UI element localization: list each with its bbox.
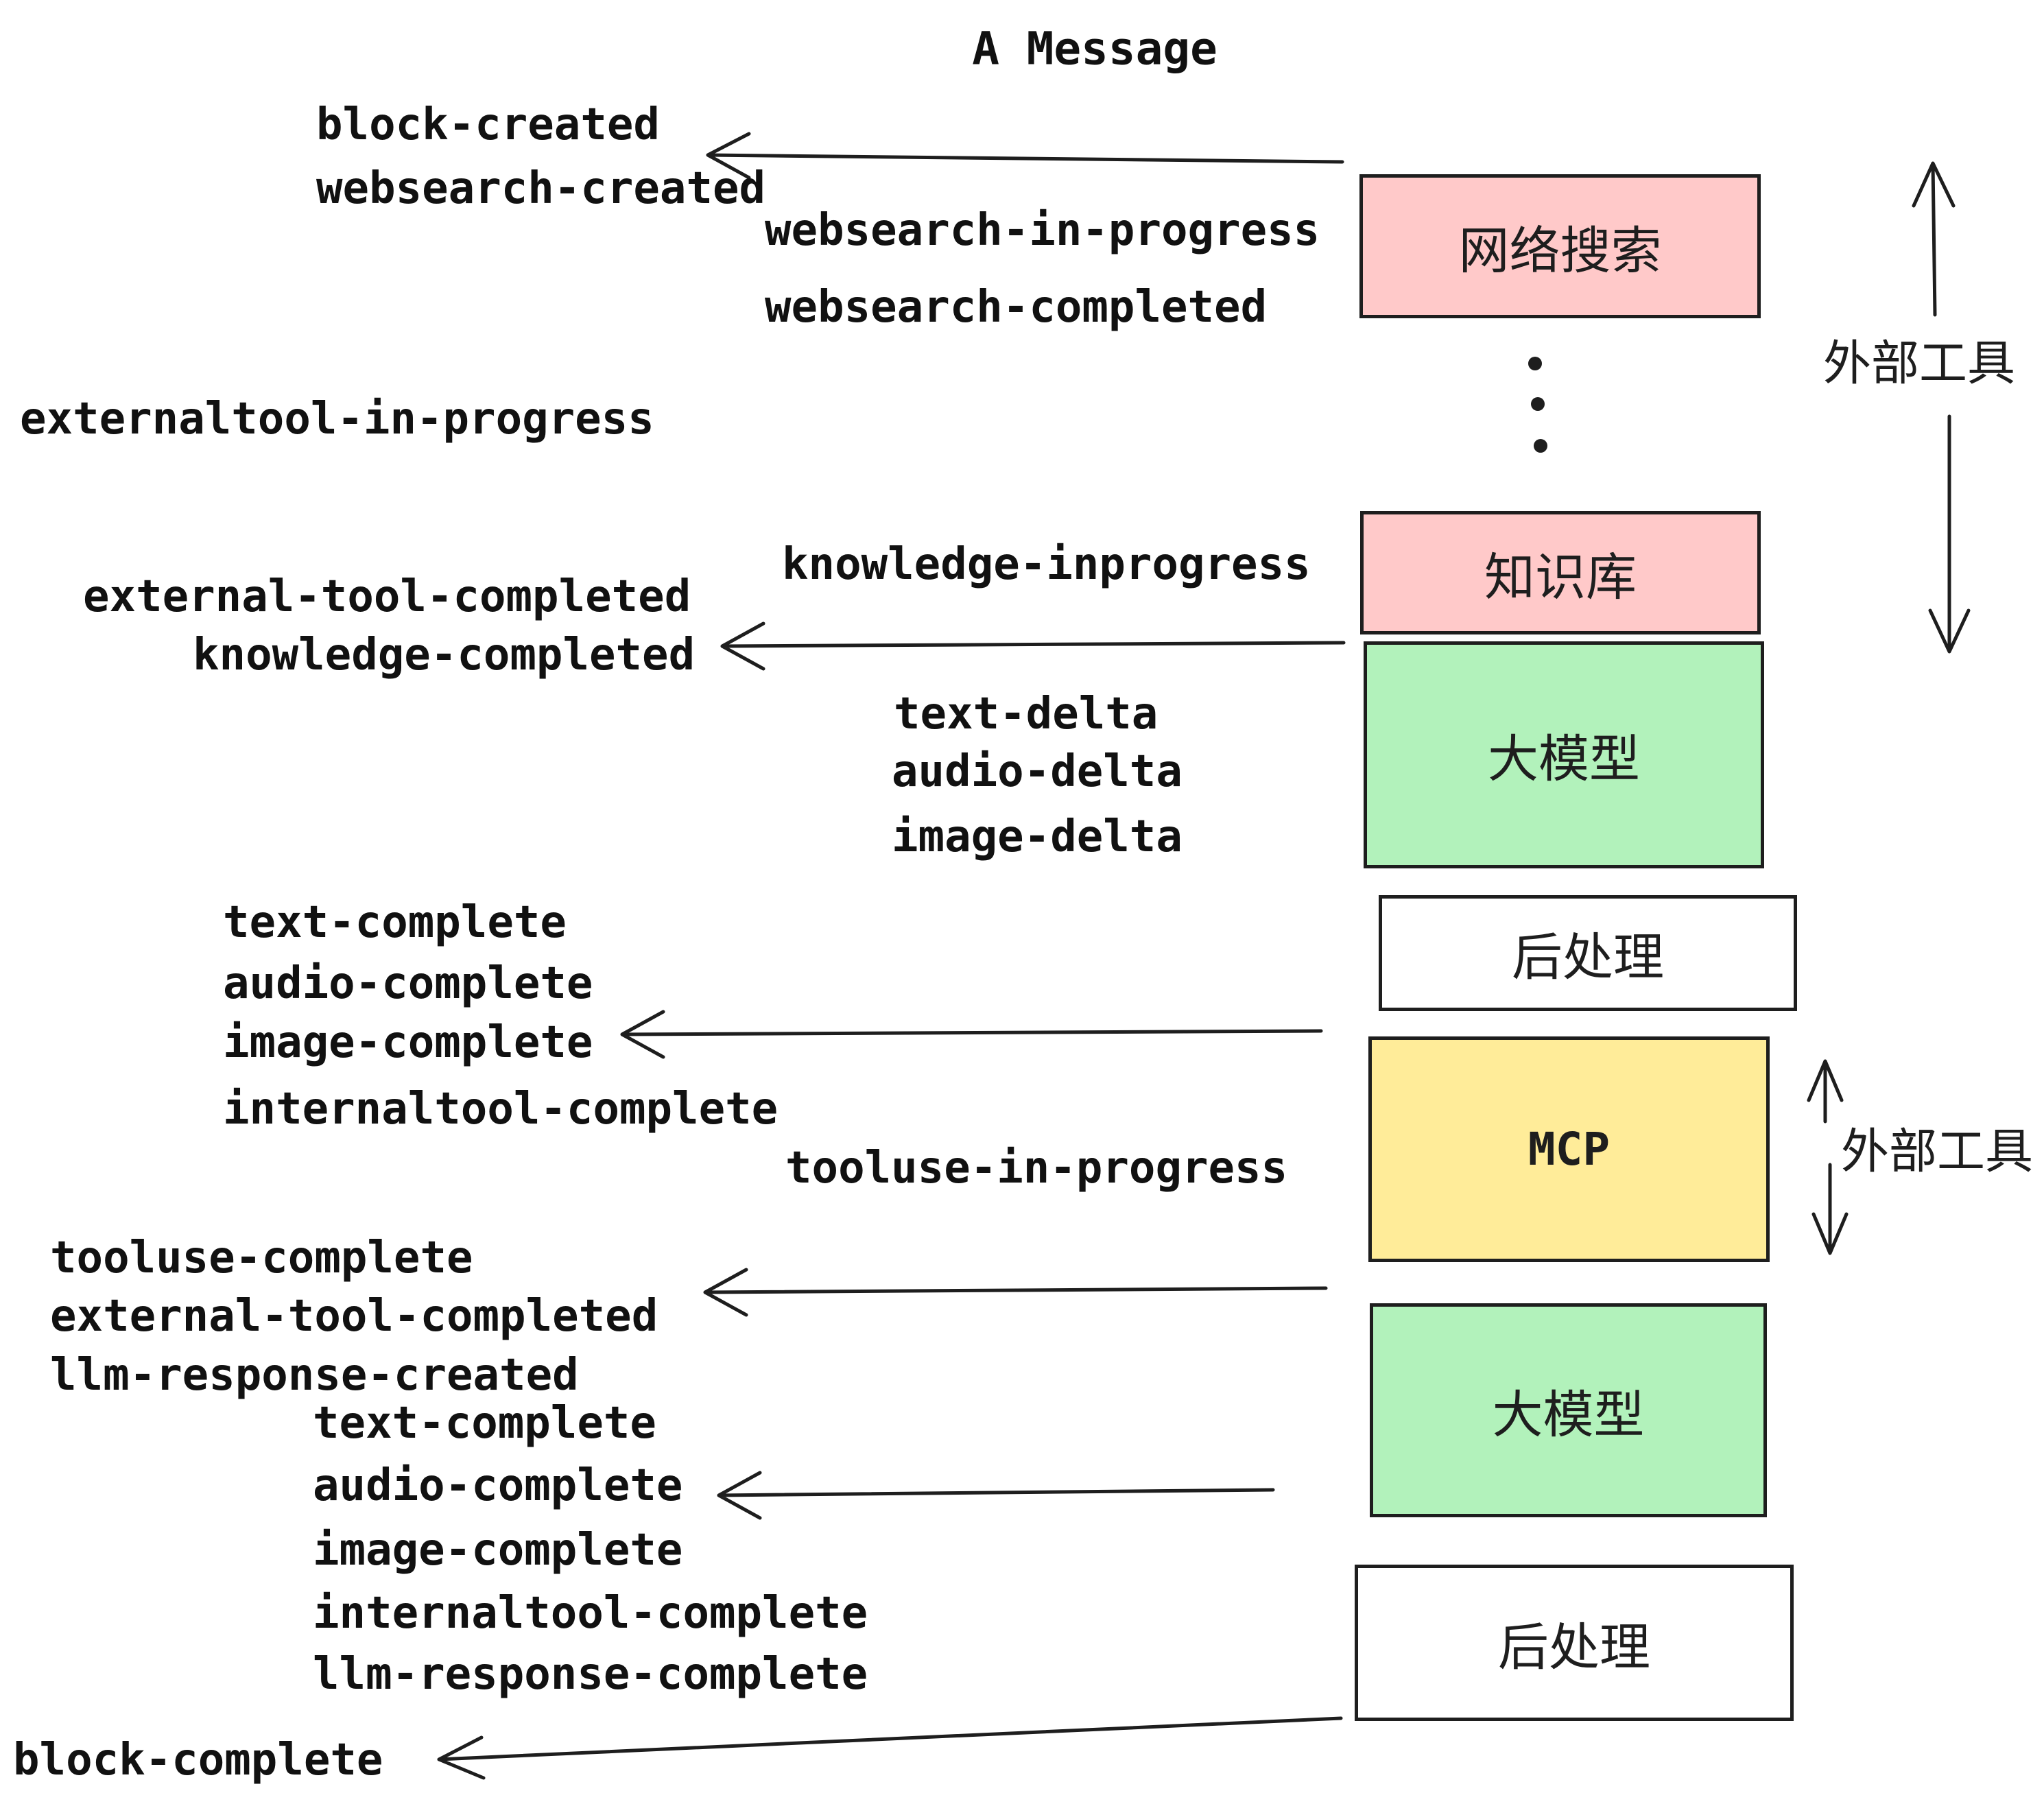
label-knowledge-inprogress: knowledge-inprogress [782,539,1311,590]
box-websearch-label: 网络搜索 [1458,222,1662,279]
box-postprocess-1: 后处理 [1379,895,1797,1011]
arrow-to-block-created [706,132,1344,180]
box-mcp: MCP [1368,1036,1770,1262]
arrow-to-image-complete [620,1010,1323,1059]
label-externaltool-in-progress: externaltool-in-progress [20,394,654,444]
box-websearch: 网络搜索 [1359,174,1761,318]
external-tools-label-mcp: 外部工具 [1841,1124,2033,1178]
box-postprocess-2-label: 后处理 [1498,1618,1650,1676]
box-llm-1-label: 大模型 [1488,731,1640,787]
label-audio-complete-2: audio-complete [313,1460,683,1511]
arrow-up-external-tools-top [1912,161,1956,317]
box-mcp-label: MCP [1528,1123,1611,1176]
label-text-delta-1: text-delta [894,689,1158,739]
label-text-complete-1: text-complete [223,897,567,948]
arrow-to-tooluse-complete [703,1268,1328,1317]
box-llm-2-label: 大模型 [1492,1386,1645,1443]
arrow-down-external-tools-mcp [1811,1163,1849,1255]
label-tooluse-in-progress: tooluse-in-progress [785,1143,1288,1194]
label-audio-delta-1: audio-delta [892,746,1183,797]
box-llm-2: 大模型 [1370,1303,1767,1517]
label-internaltool-complete-2: internaltool-complete [313,1588,868,1639]
box-postprocess-2: 后处理 [1355,1565,1794,1721]
page-title: A Message [972,22,1217,75]
box-llm-1: 大模型 [1364,641,1764,868]
arrow-down-external-tools-top [1928,414,1971,654]
label-audio-complete-1: audio-complete [223,958,593,1009]
label-external-tool-completed: external-tool-completed [83,571,691,622]
label-llm-response-created: llm-response-created [50,1350,579,1401]
arrow-to-audio-complete-2 [717,1471,1275,1520]
arrow-to-block-complete [437,1716,1343,1780]
arrow-up-external-tools-mcp [1807,1059,1844,1124]
arrow-to-knowledge-completed [720,621,1346,671]
label-block-complete: block-complete [13,1735,383,1785]
label-websearch-completed: websearch-completed [765,282,1268,333]
vertical-ellipsis-dots [1528,357,1547,453]
label-text-complete-2: text-complete [313,1398,656,1449]
box-knowledge: 知识库 [1360,511,1761,634]
label-image-delta-1: image-delta [892,811,1183,862]
label-knowledge-completed: knowledge-completed [193,630,696,680]
label-external-tool-completed-2: external-tool-completed [50,1291,658,1342]
external-tools-label-top: 外部工具 [1823,336,2015,390]
label-websearch-in-progress: websearch-in-progress [765,205,1320,256]
box-knowledge-label: 知识库 [1484,548,1637,606]
label-tooluse-complete: tooluse-complete [50,1233,473,1283]
label-internaltool-complete-1: internaltool-complete [223,1084,779,1135]
label-llm-response-complete: llm-response-complete [313,1649,868,1700]
label-websearch-created: websearch-created [316,163,766,214]
label-image-complete-1: image-complete [223,1017,593,1068]
box-postprocess-1-label: 后处理 [1512,929,1664,986]
label-block-created: block-created [316,99,660,150]
label-image-complete-2: image-complete [313,1525,683,1576]
